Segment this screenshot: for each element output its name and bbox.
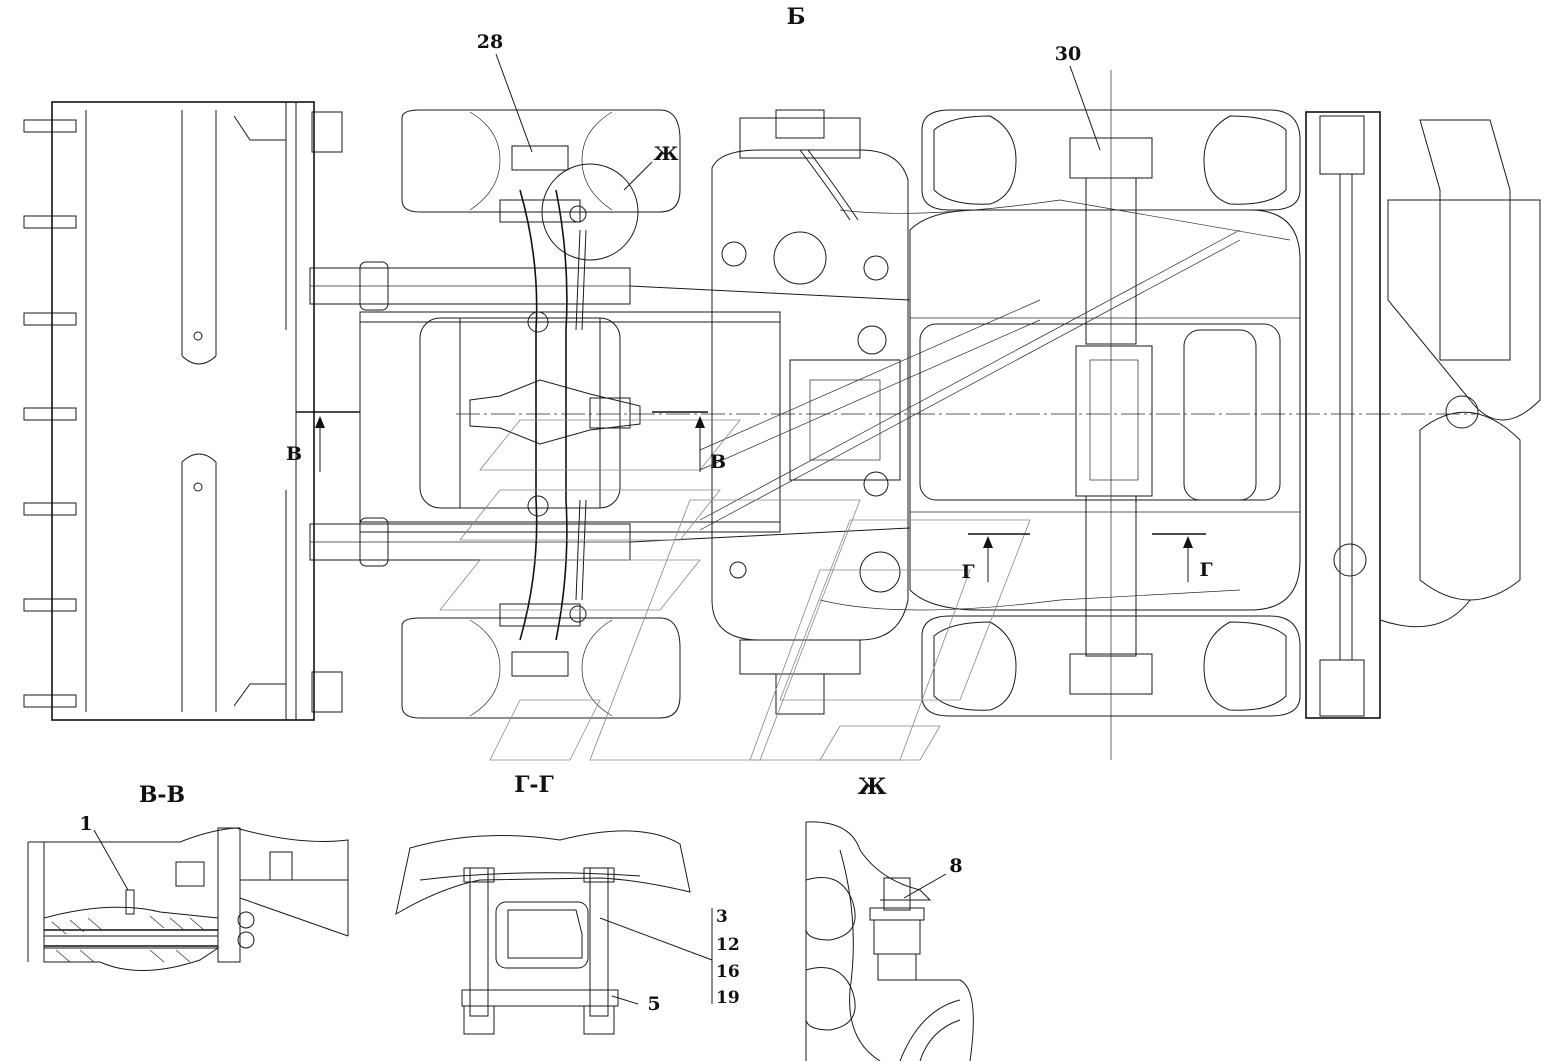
section-marks <box>296 411 1206 582</box>
section-mark-v-left: В <box>286 443 302 465</box>
center-unit <box>711 109 909 715</box>
section-mark-v-right: В <box>710 451 726 473</box>
callout-8: 8 <box>949 855 962 877</box>
section-gg-title: Г-Г <box>514 772 554 798</box>
section-mark-g-right: Г <box>1199 559 1212 581</box>
section-mark-g-left: Г <box>961 561 974 583</box>
rear-driveshaft <box>1085 70 1137 760</box>
front-wheel-top <box>401 109 681 261</box>
top-view: Б 28 30 Ж В В Г Г <box>23 4 1541 761</box>
front-frame <box>359 311 781 533</box>
detail-zh-title: Ж <box>858 774 887 800</box>
bucket <box>23 101 343 721</box>
front-wheel-bottom <box>401 617 681 719</box>
callout-5: 5 <box>647 993 660 1015</box>
leader-28 <box>495 53 533 153</box>
detail-zh-callout: Ж <box>654 143 679 165</box>
leader-zh <box>623 161 653 191</box>
counterweight <box>1305 111 1541 719</box>
bucket-teeth <box>23 119 77 708</box>
section-vv-title: В-В <box>139 782 185 808</box>
front-axle <box>469 189 641 641</box>
section-gg: Г-Г 3 12 16 19 5 <box>395 772 740 1035</box>
callout-19: 19 <box>716 988 740 1008</box>
section-vv: В-В 1 <box>27 782 349 972</box>
callout-1: 1 <box>79 813 92 835</box>
callout-16: 16 <box>716 962 740 982</box>
callout-28: 28 <box>477 31 503 53</box>
callout-30: 30 <box>1055 43 1081 65</box>
rear-frame <box>909 209 1301 611</box>
hydraulic-lines <box>699 199 1291 611</box>
top-view-label: Б <box>787 4 806 30</box>
detail-zh: Ж 8 <box>805 774 974 1061</box>
leader-30 <box>1069 65 1101 151</box>
callout-12: 12 <box>716 935 740 955</box>
watermark-logo <box>439 419 1031 761</box>
callout-3: 3 <box>716 907 728 927</box>
